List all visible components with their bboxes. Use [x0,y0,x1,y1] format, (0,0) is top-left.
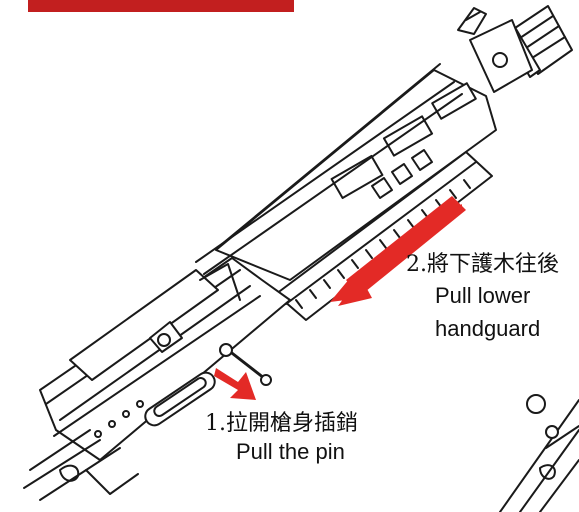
step-1-label-en: Pull the pin [236,439,345,464]
receiver [23,257,291,501]
header-banner [28,0,294,12]
gas-tube [195,81,463,275]
arrow-pull-handguard [330,196,466,306]
front-sight [457,7,533,93]
step-1-label-zh: 1.拉開槍身插銷 [205,411,358,436]
step-2-label-zh: 2.將下護木往後 [406,252,559,277]
arrow-pull-pin [214,368,256,400]
step-2-label-en-line2: handguard [435,316,541,341]
step-2-label-en-line1: Pull lower [435,283,531,308]
lower-handguard [275,149,493,321]
rifle-illustration-partial [499,394,579,512]
takedown-pin [219,343,272,386]
charging-area [69,263,241,381]
